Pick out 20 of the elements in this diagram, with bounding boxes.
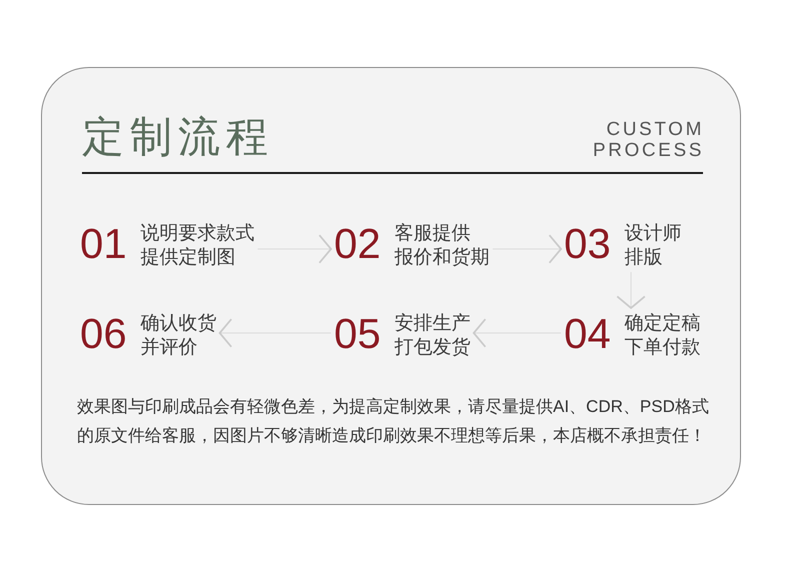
chevron-arrow: [616, 272, 646, 309]
step-number: 05: [334, 312, 381, 354]
step-number: 06: [80, 312, 127, 354]
step-number: 01: [80, 222, 127, 264]
chevron-arrow: [472, 318, 562, 348]
subtitle: CUSTOM PROCESS: [592, 119, 704, 161]
step-text: 确定定稿下单付款: [624, 312, 701, 360]
chevron-arrow: [492, 234, 562, 264]
chevron-arrow: [218, 318, 332, 348]
step-text: 说明要求款式提供定制图: [140, 222, 255, 270]
chevron-arrow: [257, 234, 332, 264]
step-number: 04: [564, 312, 611, 354]
step-number: 03: [564, 222, 611, 264]
step-text: 设计师排版: [624, 222, 682, 270]
step-text: 确认收货并评价: [140, 312, 217, 360]
step-text: 客服提供报价和货期: [394, 222, 490, 270]
step-text: 安排生产打包发货: [394, 312, 471, 360]
step-number: 02: [334, 222, 381, 264]
footnote: 效果图与印刷成品会有轻微色差，为提高定制效果，请尽量提供AI、CDR、PSD格式的原文件给客服，因图片不够清晰造成印刷效果不理想等后果，本店概不承担责任！: [77, 396, 710, 447]
heading: 定制流程: [82, 116, 274, 158]
